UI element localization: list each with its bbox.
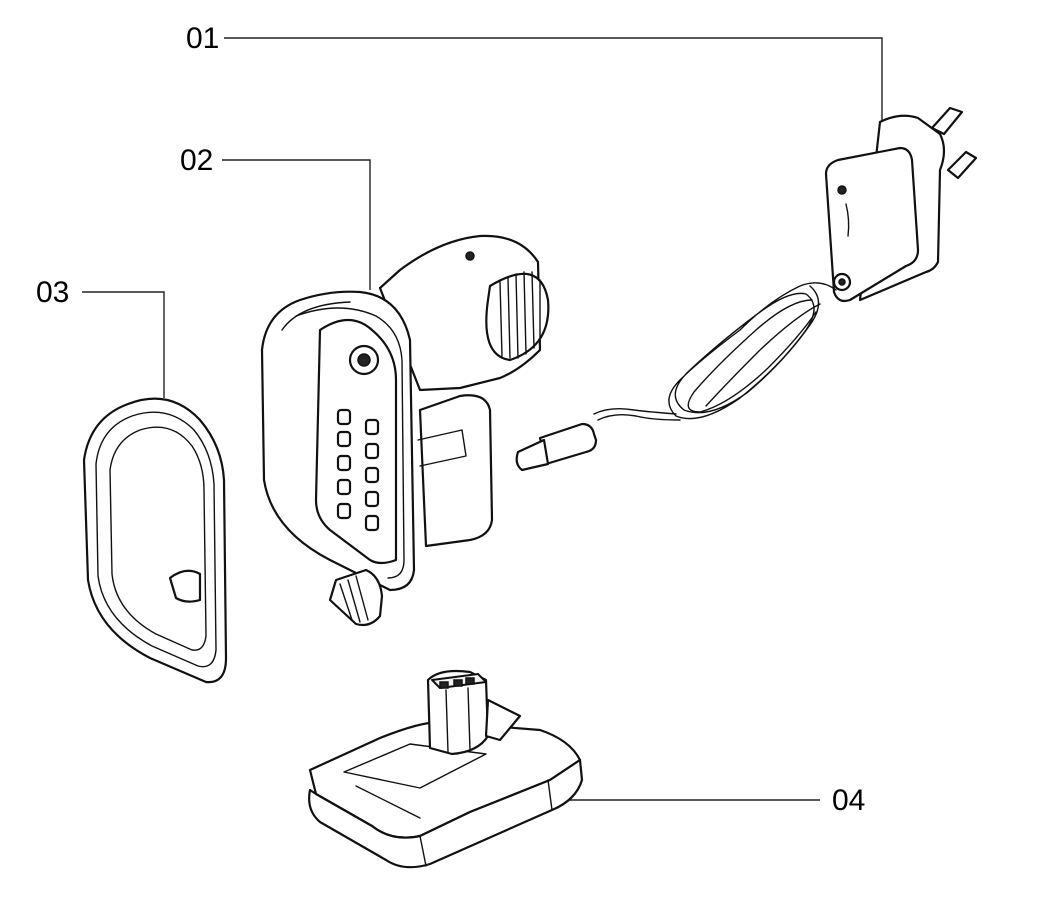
callout-label-03: 03 (36, 276, 69, 309)
charger-plug-icon (515, 106, 978, 472)
leader-lines (82, 37, 883, 801)
callout-label-04: 04 (832, 784, 865, 817)
leader-line-02 (222, 159, 371, 290)
leader-line-03 (82, 291, 165, 398)
callout-label-02: 02 (180, 144, 213, 177)
callout-label-01: 01 (186, 22, 219, 55)
bin-cover-icon (82, 397, 228, 684)
leader-line-01 (224, 37, 883, 128)
battery-pack-icon (308, 669, 584, 869)
handheld-vacuum-icon (260, 234, 550, 627)
